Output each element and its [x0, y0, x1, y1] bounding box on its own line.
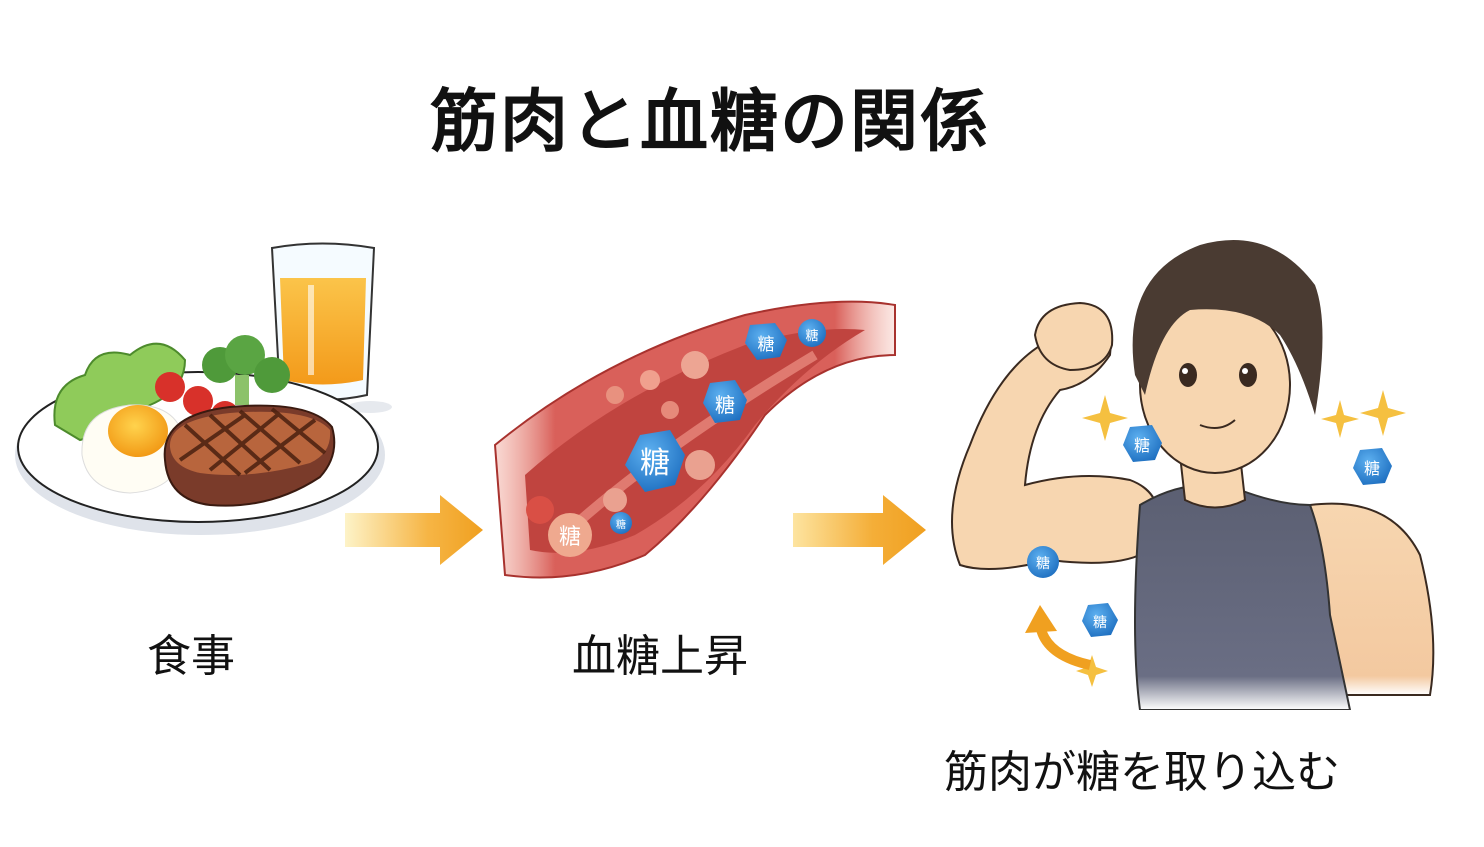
flexing-man-icon: 糖 糖 糖 糖	[951, 240, 1435, 711]
svg-text:糖: 糖	[715, 393, 735, 417]
svg-text:糖: 糖	[1364, 459, 1380, 478]
sparkle-icon	[1076, 390, 1406, 687]
arrow-right-icon	[345, 495, 483, 565]
svg-text:糖: 糖	[559, 525, 581, 550]
step-label-muscle-uptake: 筋肉が糖を取り込む	[944, 747, 1340, 798]
svg-text:糖: 糖	[1036, 556, 1050, 572]
glucose-molecule-icon: 糖	[625, 430, 685, 492]
blood-vessel-illustration: 糖 糖 糖 糖 糖 糖	[485, 295, 905, 585]
flow-arrow-1	[345, 495, 485, 565]
meal-illustration	[10, 215, 410, 545]
svg-text:糖: 糖	[758, 335, 775, 355]
meal-plate-icon	[15, 242, 392, 535]
svg-text:糖: 糖	[805, 328, 818, 344]
muscle-man-illustration: 糖 糖 糖 糖	[930, 215, 1450, 711]
svg-text:糖: 糖	[1093, 615, 1107, 631]
step-label-meal: 食事	[147, 631, 235, 682]
diagram-title: 筋肉と血糖の関係	[429, 83, 990, 162]
flow-arrow-2	[793, 495, 928, 565]
arrow-right-icon	[793, 495, 926, 565]
svg-text:糖: 糖	[640, 446, 670, 481]
step-label-blood-sugar-rise: 血糖上昇	[572, 631, 748, 682]
svg-text:糖: 糖	[616, 518, 626, 531]
blood-vessel-icon: 糖 糖 糖 糖 糖 糖	[493, 300, 896, 579]
svg-text:糖: 糖	[1134, 436, 1150, 455]
